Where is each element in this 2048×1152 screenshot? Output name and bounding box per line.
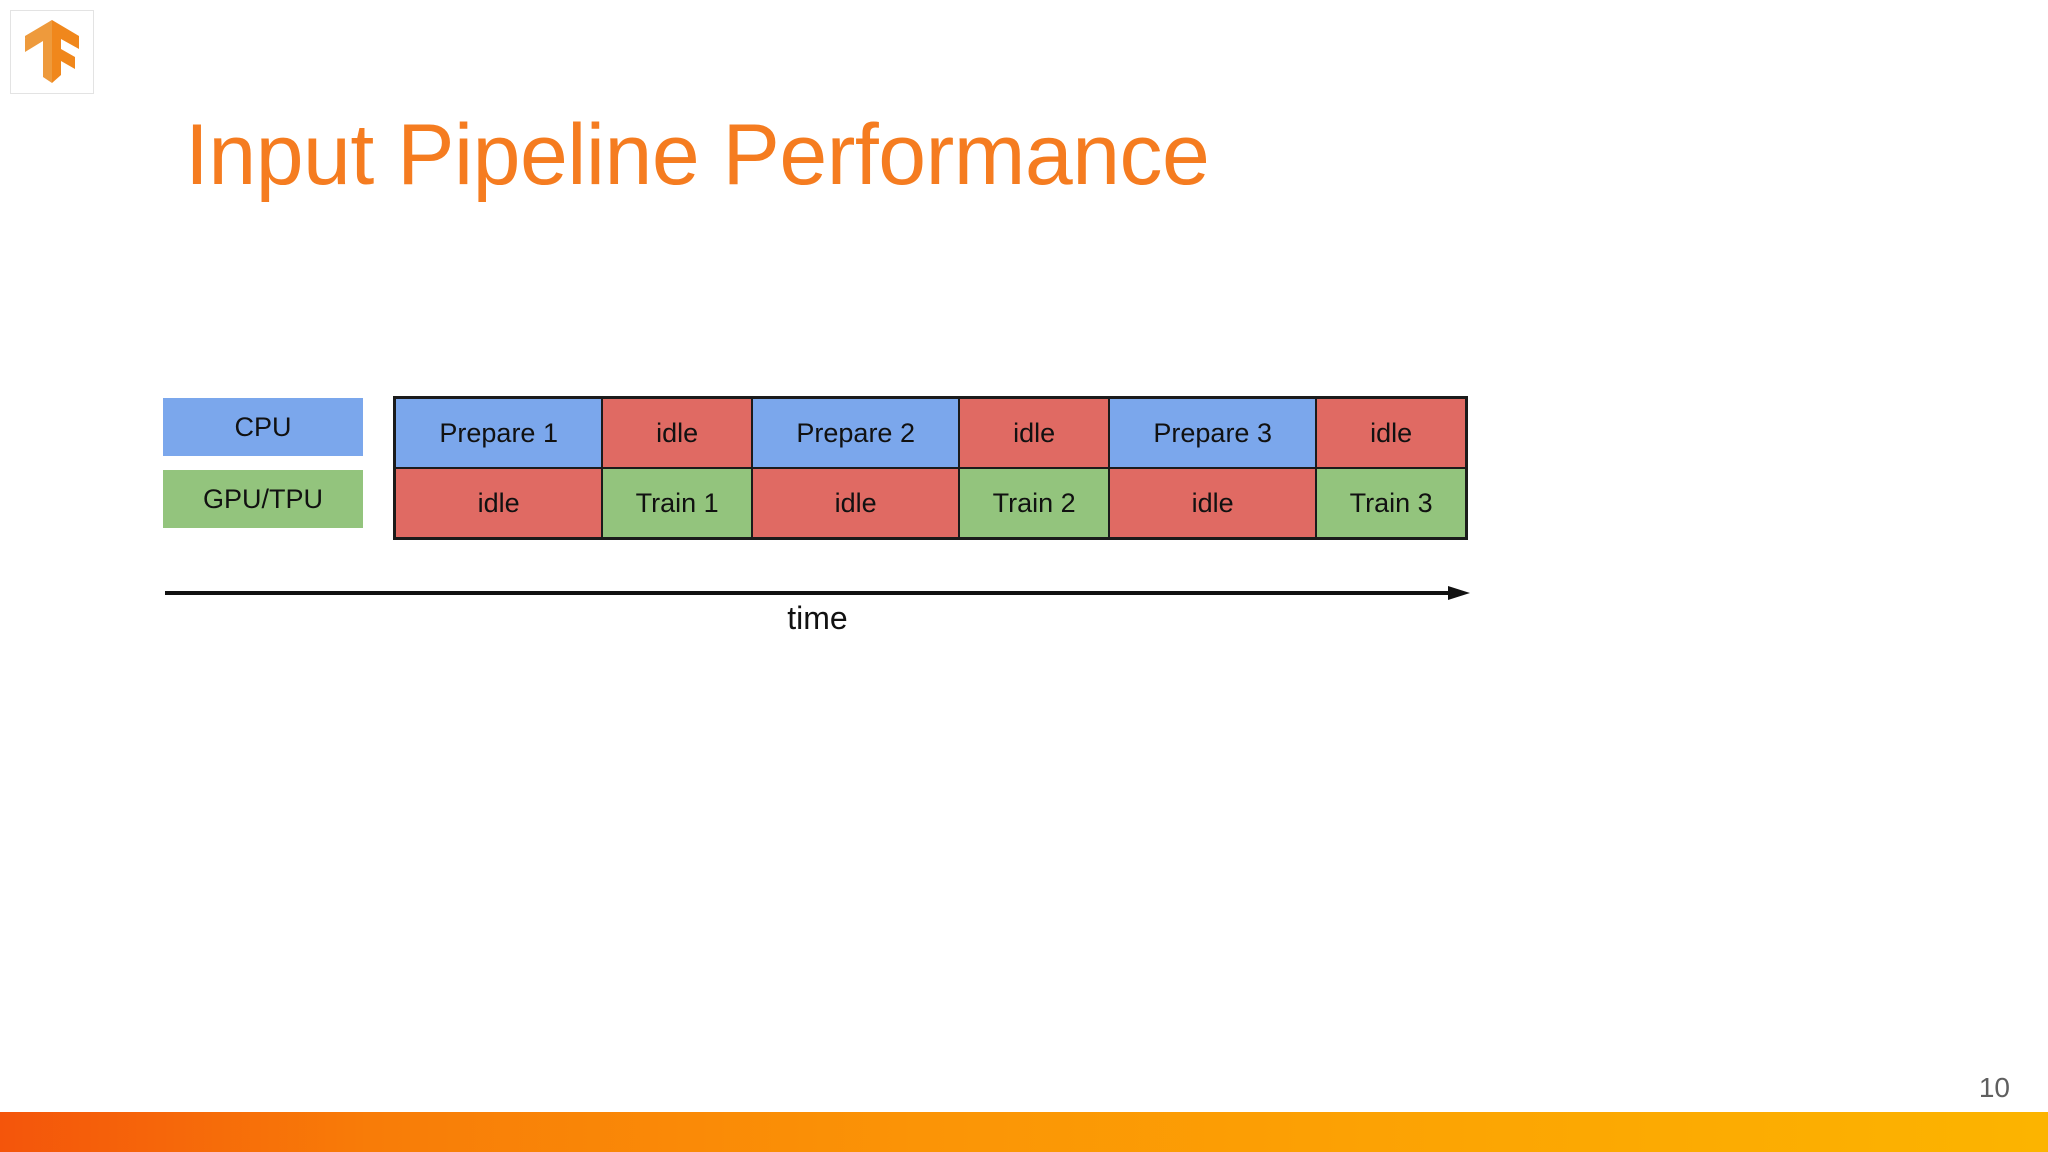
- timeline-cell: Train 3: [1315, 469, 1465, 537]
- timeline-cell-label: idle: [834, 487, 877, 518]
- time-axis-arrow: [165, 586, 1470, 600]
- tensorflow-logo-icon: [25, 20, 79, 83]
- timeline-cell-label: idle: [1013, 417, 1056, 448]
- time-axis-label: time: [787, 600, 848, 636]
- timeline-cell-label: idle: [477, 487, 520, 518]
- timeline-cell-label: idle: [1370, 417, 1413, 448]
- legend-label-gpu: GPU/TPU: [202, 483, 323, 514]
- timeline-cell: Train 2: [958, 469, 1108, 537]
- legend-item-gpu: GPU/TPU: [163, 470, 363, 528]
- timeline-cell: Prepare 3: [1108, 399, 1316, 467]
- legend-label-cpu: CPU: [234, 411, 292, 442]
- legend-item-cpu: CPU: [163, 398, 363, 456]
- timeline-cell: Prepare 1: [396, 399, 602, 467]
- timeline-row-gpu-tpu: idle Train 1 idle Train 2 idle Train 3: [396, 467, 1465, 537]
- timeline-cell-label: Train 3: [1349, 487, 1433, 518]
- tensorflow-logo: [10, 10, 94, 94]
- timeline-cell-label: Prepare 2: [796, 417, 915, 448]
- timeline-cell-label: Prepare 3: [1153, 417, 1272, 448]
- timeline-cell-label: idle: [1191, 487, 1234, 518]
- timeline-cell: idle: [1315, 399, 1465, 467]
- timeline-cell: Prepare 2: [751, 399, 959, 467]
- timeline-cell: idle: [1108, 469, 1316, 537]
- timeline-row-cpu: Prepare 1 idle Prepare 2 idle Prepare 3 idle: [396, 399, 1465, 467]
- timeline-cell: idle: [958, 399, 1108, 467]
- timeline-cell: idle: [396, 469, 602, 537]
- page-number: 10: [1978, 1072, 2010, 1103]
- timeline-cell: Train 1: [601, 469, 751, 537]
- page-title: Input Pipeline Performance: [185, 107, 1210, 203]
- timeline-cell-label: Prepare 1: [439, 417, 558, 448]
- timeline-cell-label: Train 2: [992, 487, 1076, 518]
- timeline-cell: idle: [601, 399, 751, 467]
- timeline-cell-label: idle: [656, 417, 699, 448]
- timeline-cell-label: Train 1: [635, 487, 719, 518]
- footer-accent-bar: [0, 1112, 2048, 1152]
- timeline-cell: idle: [751, 469, 959, 537]
